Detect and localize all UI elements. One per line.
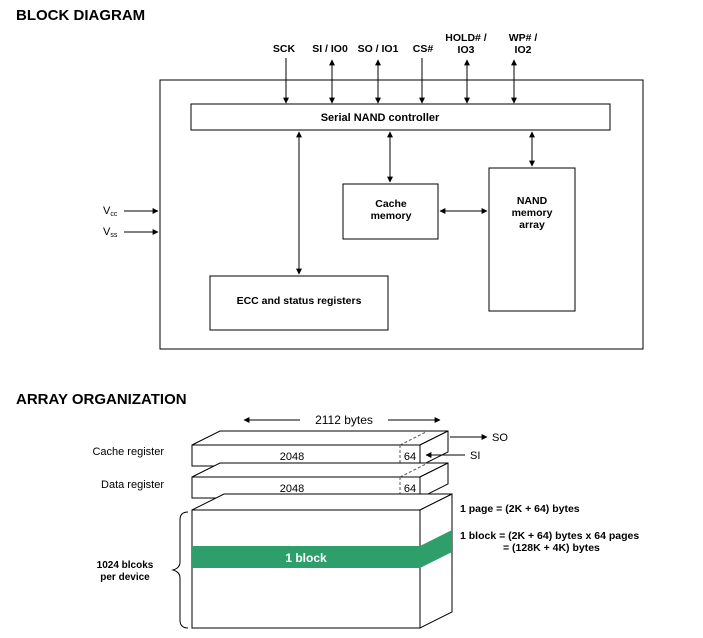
cache-register-label: Cache register <box>92 446 164 458</box>
array-org-title: ARRAY ORGANIZATION <box>16 391 187 408</box>
data-main-value: 2048 <box>280 483 304 495</box>
data-register-label: Data register <box>101 479 164 491</box>
cache-memory-box <box>342 183 439 240</box>
chip-outline <box>159 79 644 350</box>
cache-label-line2: memory <box>371 210 412 222</box>
data-register-top <box>191 462 449 478</box>
block-band-side <box>420 530 452 568</box>
pin-hold-line2: IO3 <box>458 44 475 56</box>
block-note-line1: 1 block = (2K + 64) bytes x 64 pages <box>460 530 639 542</box>
nand-label-line3: array <box>519 219 545 231</box>
pin-so-io1: SO / IO1 <box>358 43 399 55</box>
blocks-count-line1: 1024 blcoks <box>97 560 154 571</box>
si-label: SI <box>470 450 480 462</box>
pin-wp-line1: WP# / <box>509 32 538 44</box>
ecc-box <box>209 275 389 331</box>
page-note: 1 page = (2K + 64) bytes <box>460 503 580 515</box>
ecc-label: ECC and status registers <box>237 295 362 307</box>
block-label: 1 block <box>285 551 327 565</box>
width-label: 2112 bytes <box>315 413 373 427</box>
nand-array-box <box>488 167 576 312</box>
pin-si-io0: SI / IO0 <box>312 43 348 55</box>
cache-main-value: 2048 <box>280 451 304 463</box>
pin-hold-line1: HOLD# / <box>445 32 487 44</box>
block-diagram-title: BLOCK DIAGRAM <box>16 7 145 24</box>
so-label: SO <box>492 432 508 444</box>
cache-register-top <box>191 430 449 446</box>
nand-label-line2: memory <box>512 207 553 219</box>
pin-sck: SCK <box>273 43 296 55</box>
pin-wp-line2: IO2 <box>515 44 532 56</box>
cache-spare-value: 64 <box>404 451 416 463</box>
vss-label: Vss <box>103 226 118 239</box>
cache-label-line1: Cache <box>375 198 407 210</box>
data-spare-divider-top <box>399 462 429 478</box>
block-band-front <box>192 546 420 568</box>
controller-label: Serial NAND controller <box>321 112 440 124</box>
blocks-count-line2: per device <box>100 572 150 583</box>
nand-label-line1: NAND <box>517 195 548 207</box>
block-note-line2: = (128K + 4K) bytes <box>503 542 600 554</box>
vcc-label: Vcc <box>103 205 118 218</box>
blocks-brace <box>171 511 189 629</box>
array-front <box>191 509 421 629</box>
array-top <box>191 493 453 511</box>
controller-box <box>190 103 611 131</box>
data-spare-value: 64 <box>404 483 416 495</box>
cache-spare-divider-top <box>399 430 429 446</box>
pin-cs: CS# <box>413 43 434 55</box>
